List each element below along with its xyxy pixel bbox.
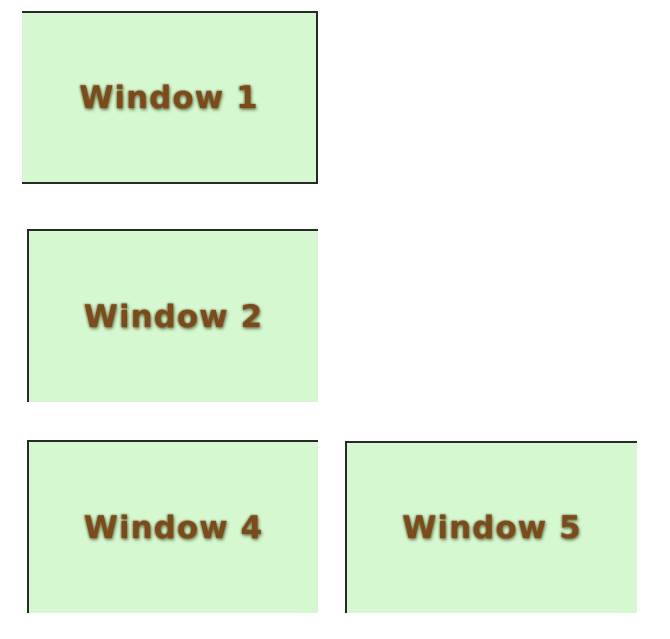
window-4-panel[interactable]: Window 4 [27,440,318,613]
window-5-label: Window 5 [402,510,582,546]
window-1-panel[interactable]: Window 1 [22,11,318,184]
window-5-panel[interactable]: Window 5 [345,441,637,613]
window-1-label: Window 1 [79,79,259,116]
window-2-panel[interactable]: Window 2 [27,229,318,402]
window-2-label: Window 2 [83,298,264,335]
window-4-label: Window 4 [83,509,264,546]
